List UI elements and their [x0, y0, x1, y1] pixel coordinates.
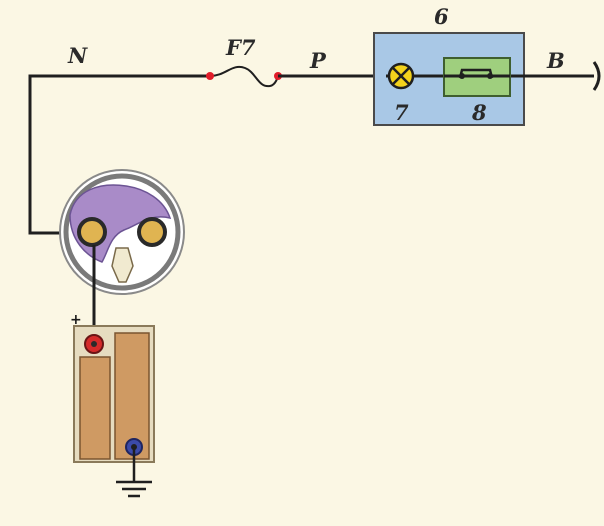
fuse-icon: [206, 65, 282, 88]
label-battery-positive: +: [70, 312, 82, 328]
label-lamp: 7: [394, 100, 409, 125]
ignition-switch-icon: [59, 169, 185, 295]
label-module: 6: [434, 4, 449, 29]
positive-terminal-icon: [84, 334, 104, 354]
terminal-end-icon: [592, 61, 601, 91]
label-wire-b: B: [546, 48, 565, 73]
label-wire-p: P: [309, 48, 327, 73]
lamp-icon: [387, 62, 415, 90]
label-fuse: F7: [225, 35, 256, 60]
ground-icon: [116, 480, 152, 498]
label-wire-n: N: [67, 43, 88, 68]
label-switch: 8: [471, 100, 487, 125]
switch-contact-icon: [443, 57, 511, 97]
